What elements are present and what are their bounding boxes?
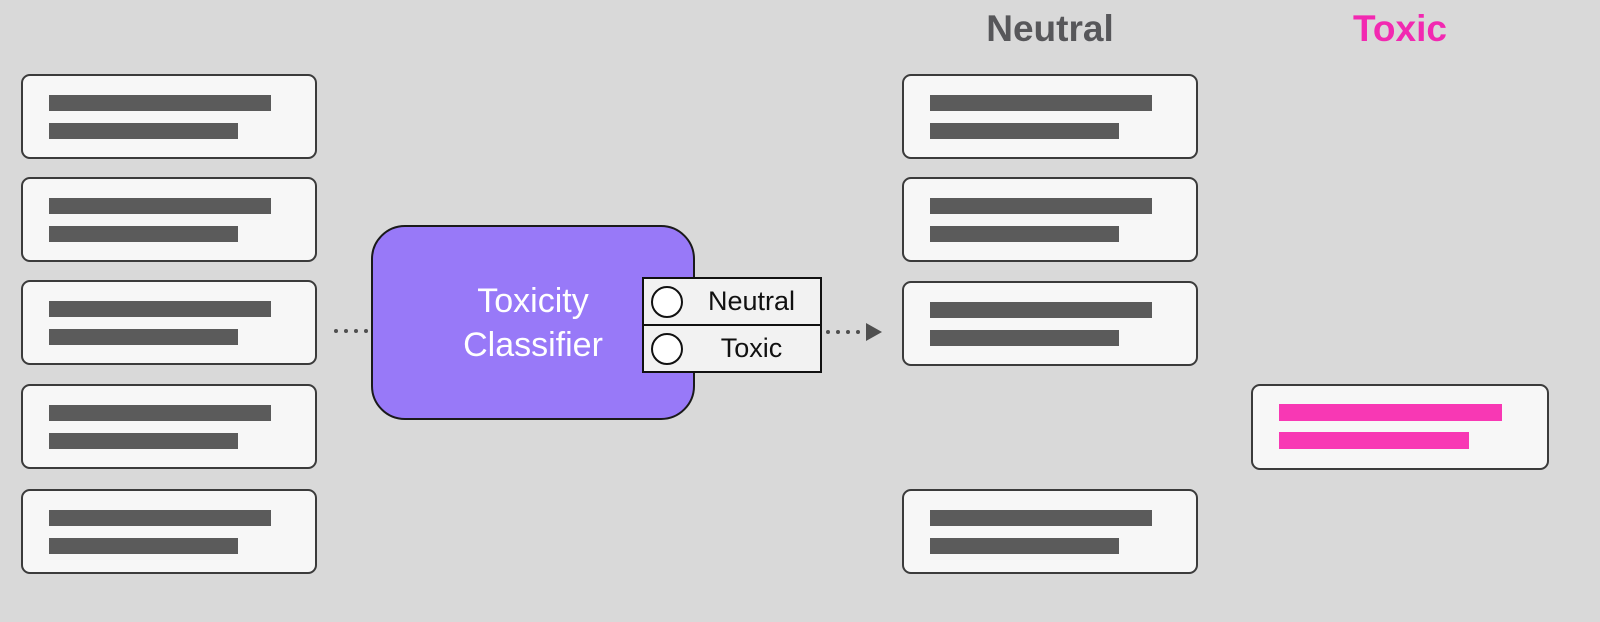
radio-option-label: Toxic	[720, 333, 783, 363]
text-placeholder-bar	[49, 301, 271, 317]
classifier-output-panel: Neutral Toxic	[642, 277, 822, 373]
text-placeholder-bar	[930, 330, 1119, 346]
text-placeholder-bar	[49, 510, 271, 526]
toxic-column-header: Toxic	[1353, 8, 1447, 49]
arrowhead-icon	[866, 323, 882, 341]
input-text-card	[21, 384, 317, 469]
neutral-text-card	[902, 177, 1198, 262]
text-placeholder-bar	[49, 95, 271, 111]
text-placeholder-bar	[49, 433, 238, 449]
text-placeholder-bar	[1279, 432, 1469, 449]
input-text-card	[21, 74, 317, 159]
text-placeholder-bar	[49, 123, 238, 139]
input-text-card	[21, 489, 317, 574]
radio-option-neutral: Neutral	[644, 279, 820, 324]
text-placeholder-bar	[930, 123, 1119, 139]
radio-option-label: Neutral	[707, 286, 796, 316]
dotted-arrow-in-icon	[334, 329, 368, 333]
neutral-text-card	[902, 74, 1198, 159]
text-placeholder-bar	[49, 538, 238, 554]
text-placeholder-bar	[49, 329, 238, 345]
text-placeholder-bar	[49, 405, 271, 421]
neutral-text-card	[902, 281, 1198, 366]
neutral-column-header: Neutral	[986, 8, 1114, 49]
text-placeholder-bar	[49, 198, 271, 214]
dotted-arrow-out-icon	[826, 323, 882, 341]
classifier-label-line2: Classifier	[463, 325, 603, 364]
radio-option-toxic: Toxic	[644, 324, 820, 371]
text-placeholder-bar	[49, 226, 238, 242]
text-placeholder-bar	[930, 95, 1152, 111]
toxicity-classifier-box: Toxicity Classifier	[371, 225, 695, 420]
radio-button-icon	[651, 285, 683, 318]
radio-button-icon	[651, 332, 683, 365]
text-placeholder-bar	[930, 510, 1152, 526]
text-placeholder-bar	[930, 538, 1119, 554]
neutral-text-card	[902, 489, 1198, 574]
text-placeholder-bar	[930, 198, 1152, 214]
text-placeholder-bar	[1279, 404, 1502, 421]
toxic-text-card	[1251, 384, 1549, 470]
text-placeholder-bar	[930, 302, 1152, 318]
classifier-label-line1: Toxicity	[477, 281, 589, 320]
input-text-card	[21, 280, 317, 365]
input-text-card	[21, 177, 317, 262]
text-placeholder-bar	[930, 226, 1119, 242]
